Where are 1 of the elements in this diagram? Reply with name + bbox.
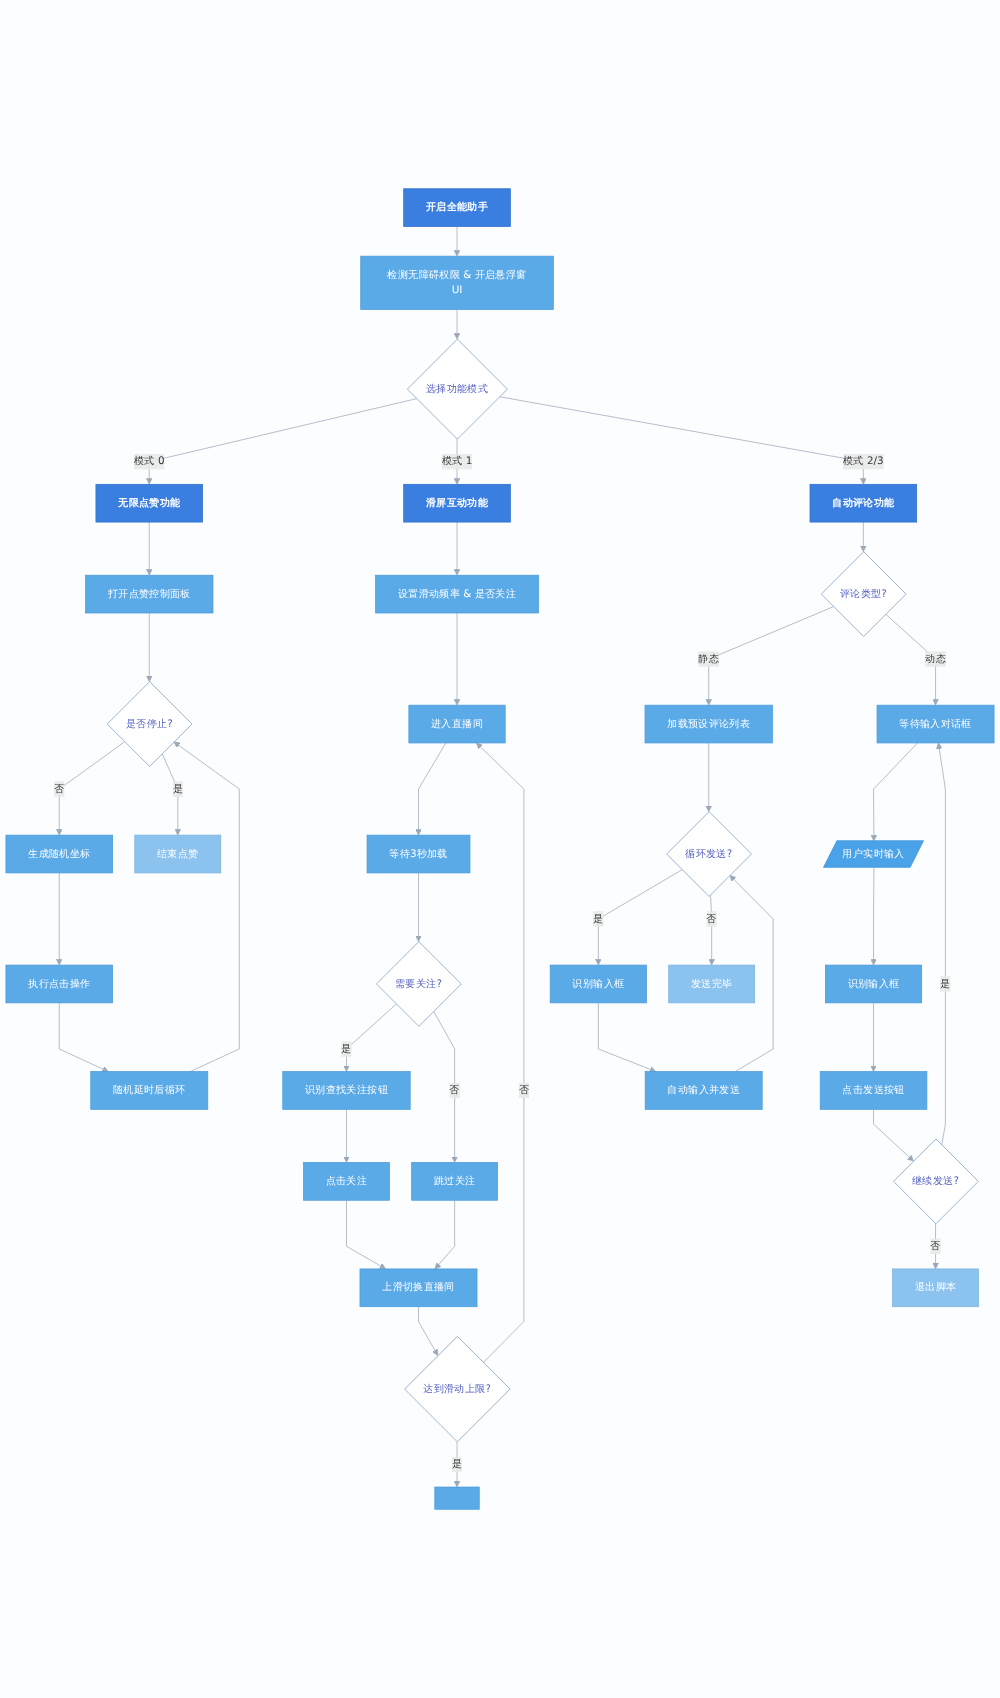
node-box — [434, 1486, 480, 1510]
